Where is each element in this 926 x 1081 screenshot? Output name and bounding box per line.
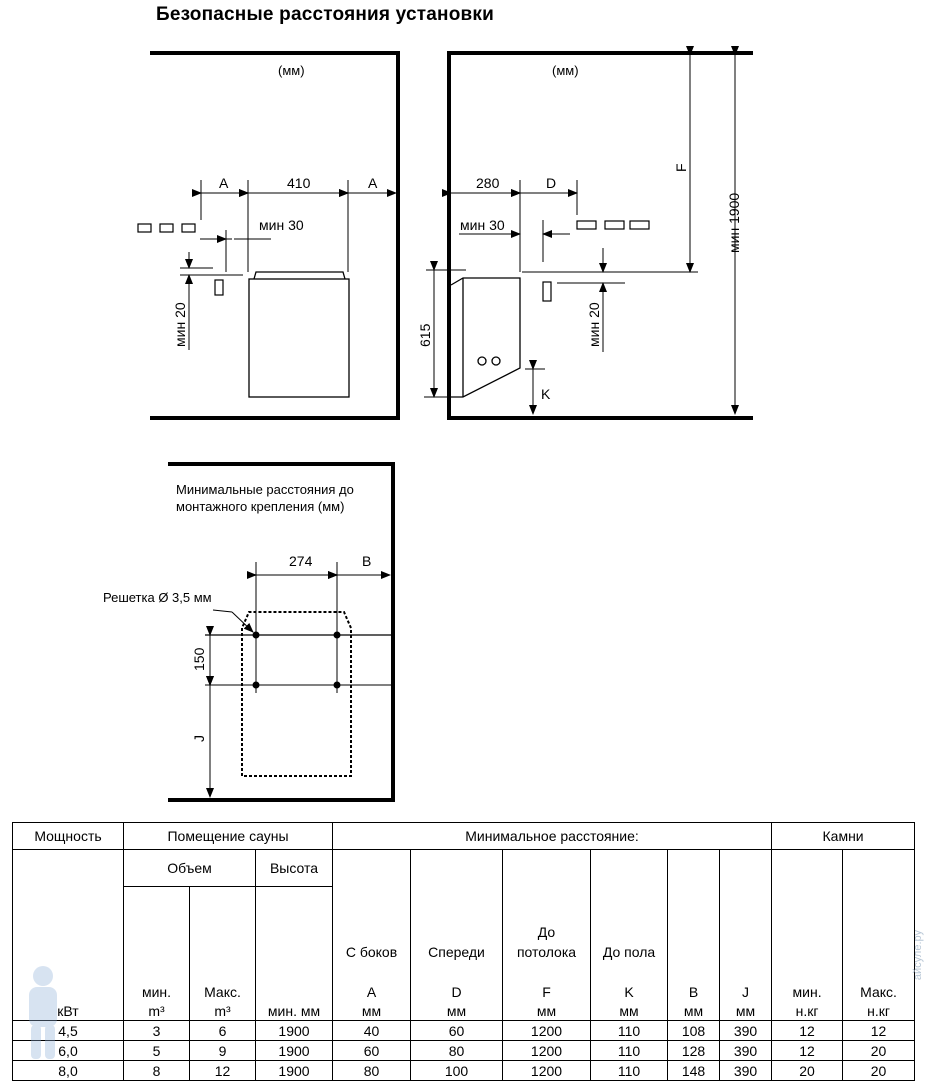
- mounting-note-line-1: Минимальные расстояния до: [176, 482, 354, 497]
- side-dim-f: F: [673, 163, 689, 172]
- front-min-30-label: мин 30: [259, 217, 304, 233]
- mounting-diagram: [168, 462, 395, 802]
- col-letter-k: K: [624, 984, 634, 1000]
- col-sides: С боков: [345, 944, 398, 960]
- front-units-label: (мм): [278, 63, 305, 78]
- side-dim-615: 615: [417, 323, 433, 347]
- front-view-diagram: [137, 51, 400, 420]
- unit-mm-f: мм: [502, 1002, 591, 1021]
- front-min-20-label: мин 20: [172, 302, 188, 347]
- side-dim-d: D: [546, 175, 556, 191]
- mounting-note: Минимальные расстояния до монтажного кре…: [176, 481, 354, 515]
- col-vol-min: мин.: [141, 984, 172, 1000]
- unit-mm-b: мм: [667, 1002, 720, 1021]
- header-room: Помещение сауны: [123, 822, 333, 850]
- mount-dim-150: 150: [191, 647, 207, 671]
- col-letter-j: J: [742, 984, 750, 1000]
- col-letter-f: F: [542, 984, 551, 1000]
- mounting-note-line-2: монтажного крепления (мм): [176, 499, 345, 514]
- unit-mm-a: мм: [332, 1002, 411, 1021]
- mount-dim-j: J: [191, 735, 207, 742]
- header-min-distance: Минимальное расстояние:: [331, 822, 773, 850]
- mount-dim-b: B: [362, 553, 371, 569]
- side-dim-280: 280: [476, 175, 500, 191]
- side-units-label: (мм): [552, 63, 579, 78]
- spec-table: Мощность Помещение сауны Минимальное рас…: [12, 822, 916, 1081]
- col-ceiling-2: потолока: [516, 944, 577, 960]
- unit-min-mm: мин. мм: [255, 1002, 333, 1021]
- col-letter-a: A: [366, 984, 377, 1000]
- front-view-labels: (мм) A 410 A мин 30 мин 20: [172, 63, 378, 347]
- front-dim-a-left: A: [219, 175, 229, 191]
- col-vol-max: Макс.: [204, 984, 241, 1000]
- col-stones-max: Макс.: [860, 984, 897, 1000]
- col-stones-min: мин.: [792, 984, 822, 1000]
- header-stones: Камни: [771, 822, 916, 850]
- unit-mm-j: мм: [718, 1002, 773, 1021]
- unit-mm-k: мм: [590, 1002, 668, 1021]
- side-view-diagram: [424, 46, 753, 420]
- col-letter-b: B: [688, 984, 699, 1000]
- unit-m3-min: m³: [123, 1002, 190, 1021]
- side-min-20-label: мин 20: [586, 302, 602, 347]
- header-power: Мощность: [12, 822, 124, 850]
- side-view-labels: (мм) 280 D мин 30 615 K F мин 1900 мин 2…: [417, 63, 742, 402]
- unit-kg-max: н.кг: [842, 1002, 916, 1021]
- unit-mm-d: мм: [410, 1002, 503, 1021]
- header-volume: Объем: [123, 849, 256, 887]
- col-front: Спереди: [428, 944, 485, 960]
- page-title: Безопасные расстояния установки: [156, 4, 494, 25]
- installation-diagrams: (мм) A 410 A мин 30 мин 20: [137, 46, 753, 802]
- front-dim-a-right: A: [368, 175, 378, 191]
- col-floor: До пола: [602, 944, 656, 960]
- mount-dim-274: 274: [289, 553, 313, 569]
- col-letter-d: D: [451, 984, 462, 1000]
- mounting-labels: 274 B 150 J: [191, 553, 371, 742]
- mascot-watermark: [29, 966, 57, 1059]
- side-min-30-label: мин 30: [460, 217, 505, 233]
- col-ceiling-1: До: [537, 924, 556, 940]
- unit-kg-min: н.кг: [771, 1002, 844, 1021]
- watermark-text: айсуле.ру: [912, 930, 924, 981]
- header-height: Высота: [255, 849, 333, 887]
- unit-m3-max: m³: [189, 1002, 256, 1021]
- side-min-1900-label: мин 1900: [726, 193, 742, 253]
- front-dim-410: 410: [287, 175, 311, 191]
- grille-label: Решетка Ø 3,5 мм: [103, 590, 212, 605]
- side-dim-k: K: [541, 386, 551, 402]
